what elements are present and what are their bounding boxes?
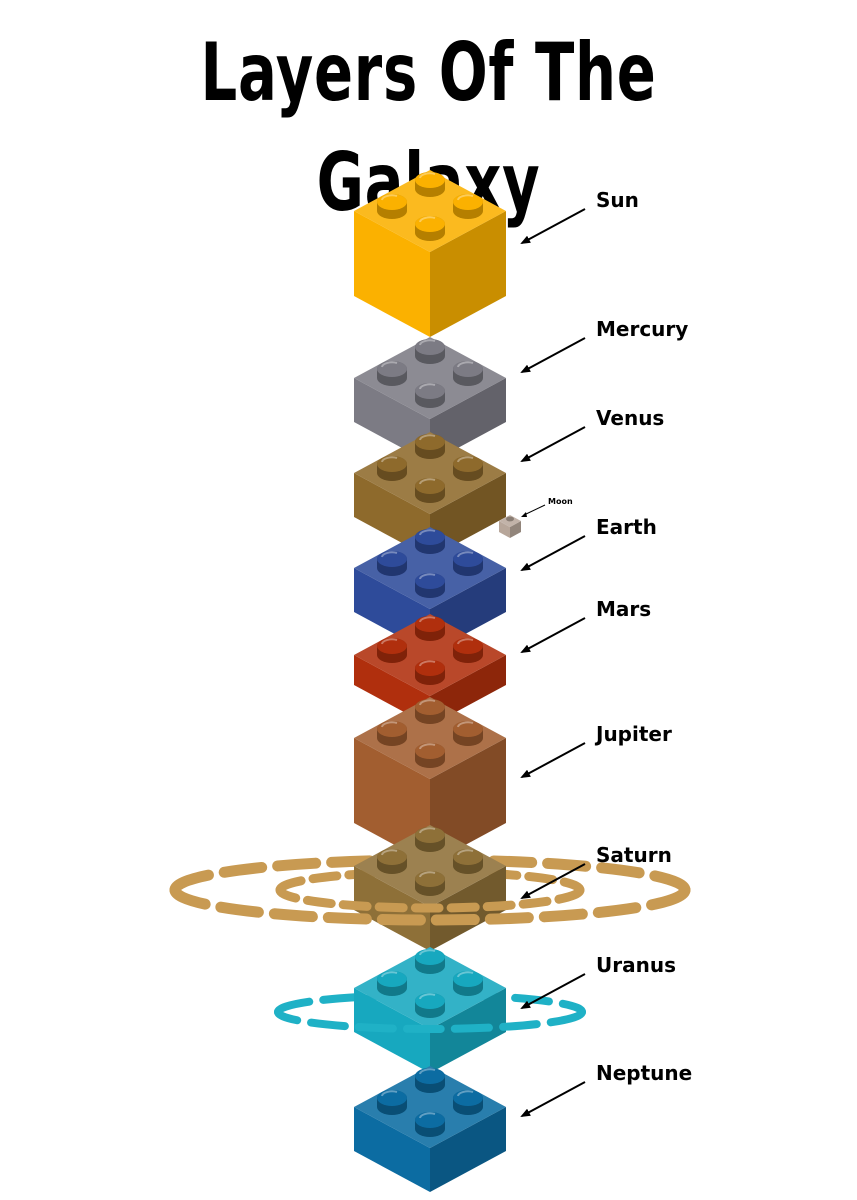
saturn-label: Saturn: [596, 843, 672, 867]
saturn-stud-1: [377, 849, 407, 874]
mars-label: Mars: [596, 597, 651, 621]
jupiter-label: Jupiter: [594, 722, 672, 746]
moon-arrowhead: [521, 512, 527, 517]
mercury-arrow: [520, 337, 586, 373]
sun-label: Sun: [596, 188, 639, 212]
venus-brick-left-face: [354, 473, 430, 558]
neptune-brick-top-face: [354, 1066, 506, 1148]
venus-arrow: [520, 426, 586, 462]
jupiter-stud-2: [453, 721, 483, 746]
mercury-label: Mercury: [596, 317, 688, 341]
saturn-arrow: [520, 863, 586, 899]
neptune-stud-2: [453, 1090, 483, 1115]
uranus-stud-1: [377, 971, 407, 996]
saturn-stud-0: [415, 827, 445, 852]
jupiter-arrow: [520, 742, 586, 778]
neptune-stud-3: [415, 1112, 445, 1137]
jupiter-brick: [354, 697, 506, 864]
sun-brick-right-face: [430, 211, 506, 337]
uranus-brick: [354, 947, 506, 1073]
saturn-ring-front-1: [275, 885, 585, 913]
saturn-stud-2: [453, 849, 483, 874]
uranus-ring-front-0: [274, 1008, 586, 1033]
mercury-brick-right-face: [430, 378, 506, 463]
uranus-arrow: [520, 973, 586, 1009]
jupiter-stud-3: [415, 743, 445, 768]
mars-stud-1: [377, 638, 407, 663]
mercury-stud-2: [453, 361, 483, 386]
venus-brick: [354, 432, 506, 558]
uranus-stud-3: [415, 993, 445, 1018]
mercury-stud-3: [415, 383, 445, 408]
mars-stud-3: [415, 660, 445, 685]
mercury-brick-top-face: [354, 337, 506, 419]
earth-stud-1: [377, 551, 407, 576]
neptune-label: Neptune: [596, 1061, 692, 1085]
sun-stud-0: [415, 172, 445, 197]
moon-brick: [499, 515, 521, 538]
venus-stud-1: [377, 456, 407, 481]
venus-stud-3: [415, 478, 445, 503]
earth-stud-0: [415, 529, 445, 554]
uranus-stud-2: [453, 971, 483, 996]
sun-brick: [354, 170, 506, 337]
neptune-arrow: [520, 1081, 586, 1117]
saturn-brick: [354, 825, 506, 951]
jupiter-brick-top-face: [354, 697, 506, 779]
venus-brick-right-face: [430, 473, 506, 558]
mercury-brick-left-face: [354, 378, 430, 463]
mercury-stud-0: [415, 339, 445, 364]
mercury-brick: [354, 337, 506, 463]
venus-brick-top-face: [354, 432, 506, 514]
earth-label: Earth: [596, 515, 657, 539]
earth-brick-top-face: [354, 527, 506, 609]
saturn-ring-front-0: [169, 884, 691, 926]
sun-stud-3: [415, 216, 445, 241]
venus-stud-2: [453, 456, 483, 481]
venus-label: Venus: [596, 406, 664, 430]
mars-arrow: [520, 617, 586, 653]
neptune-brick-left-face: [354, 1107, 430, 1192]
jupiter-stud-0: [415, 699, 445, 724]
mars-stud-0: [415, 616, 445, 641]
jupiter-brick-right-face: [430, 738, 506, 864]
neptune-brick-right-face: [430, 1107, 506, 1192]
moon-arrow: [523, 504, 546, 516]
jupiter-brick-left-face: [354, 738, 430, 864]
sun-stud-2: [453, 194, 483, 219]
earth-stud-3: [415, 573, 445, 598]
mars-stud-2: [453, 638, 483, 663]
mercury-stud-1: [377, 361, 407, 386]
saturn-ring-back-0: [169, 854, 691, 896]
uranus-stud-0: [415, 949, 445, 974]
mars-brick-top-face: [354, 614, 506, 696]
earth-stud-2: [453, 551, 483, 576]
venus-stud-0: [415, 434, 445, 459]
jupiter-stud-1: [377, 721, 407, 746]
earth-arrow: [520, 535, 586, 571]
neptune-brick: [354, 1066, 506, 1192]
saturn-stud-3: [415, 871, 445, 896]
moon-label: Moon: [548, 497, 573, 506]
uranus-brick-top-face: [354, 947, 506, 1029]
neptune-stud-0: [415, 1068, 445, 1093]
saturn-brick-top-face: [354, 825, 506, 907]
sun-brick-left-face: [354, 211, 430, 337]
sun-stud-1: [377, 194, 407, 219]
sun-brick-top-face: [354, 170, 506, 252]
mars-brick: [354, 614, 506, 726]
neptune-stud-1: [377, 1090, 407, 1115]
uranus-label: Uranus: [596, 953, 676, 977]
sun-arrow: [520, 208, 586, 244]
